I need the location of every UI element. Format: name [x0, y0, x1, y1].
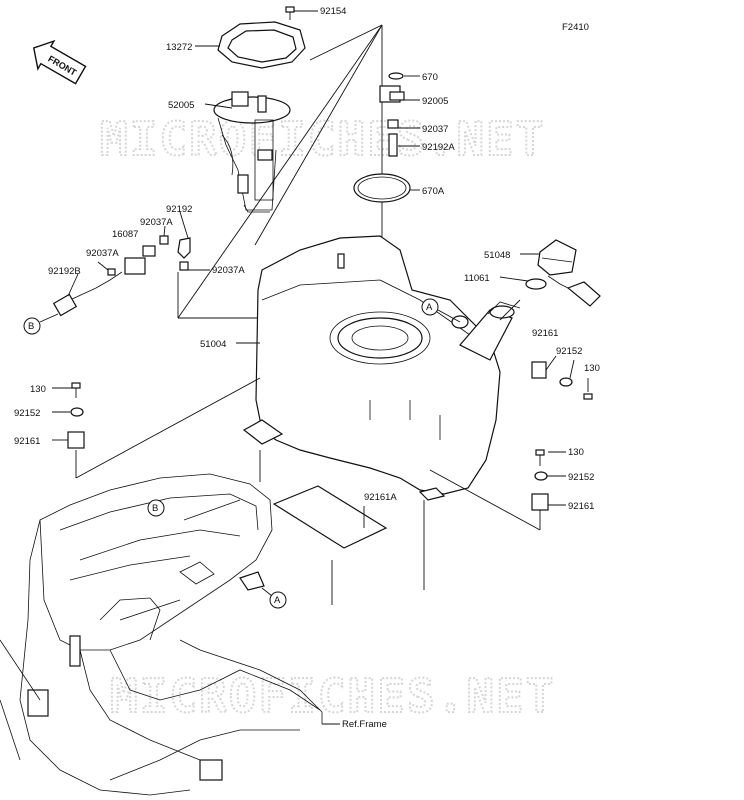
label-92037A-top: 92037A	[140, 217, 173, 228]
front-arrow-icon: FRONT	[32, 39, 87, 85]
label-16087: 16087	[112, 229, 138, 240]
label-92192A: 92192A	[422, 142, 455, 153]
label-92161A: 92161A	[364, 492, 397, 503]
label-51004: 51004	[200, 339, 226, 350]
figure-code: F2410	[562, 22, 589, 33]
label-670A: 670A	[422, 186, 445, 197]
label-92161-low: 92161	[568, 501, 594, 512]
fuel-filter-group	[23, 211, 260, 335]
watermark-top: MICROFICHES.NET	[100, 112, 545, 166]
label-92154: 92154	[320, 6, 346, 17]
lower-right-fasteners	[429, 449, 566, 531]
callout-b-left: B	[28, 321, 34, 332]
label-92192: 92192	[166, 204, 192, 215]
watermark-bottom: MICROFICHES.NET	[110, 669, 555, 723]
label-92192B: 92192B	[48, 266, 81, 277]
label-92037A-low: 92037A	[212, 265, 245, 276]
callout-b-frame: B	[152, 503, 158, 514]
label-ref-frame: Ref.Frame	[342, 719, 387, 730]
label-92005: 92005	[422, 96, 448, 107]
right-fasteners	[531, 355, 593, 400]
fuel-pump-group	[177, 6, 383, 319]
label-92152-low: 92152	[568, 472, 594, 483]
label-13272: 13272	[166, 42, 192, 53]
label-92161-left: 92161	[14, 436, 40, 447]
label-92037A-left: 92037A	[86, 248, 119, 259]
sensor-group	[353, 72, 420, 203]
label-92152-left: 92152	[14, 408, 40, 419]
callout-a-tank: A	[426, 302, 433, 313]
fuel-tank	[236, 235, 521, 501]
tank-pad	[259, 450, 425, 605]
fuel-cap-group	[499, 239, 601, 321]
label-670: 670	[422, 72, 438, 83]
label-52005: 52005	[168, 100, 194, 111]
callout-a-frame: A	[274, 595, 281, 606]
frame	[0, 473, 340, 796]
left-fasteners	[52, 377, 261, 479]
label-130-low: 130	[568, 447, 584, 458]
label-11061: 11061	[464, 273, 490, 284]
label-92161-right: 92161	[532, 328, 558, 339]
label-92037: 92037	[422, 124, 448, 135]
label-130-right: 130	[584, 363, 600, 374]
label-51048: 51048	[484, 250, 510, 261]
label-92152-right: 92152	[556, 346, 582, 357]
label-130-left: 130	[30, 384, 46, 395]
